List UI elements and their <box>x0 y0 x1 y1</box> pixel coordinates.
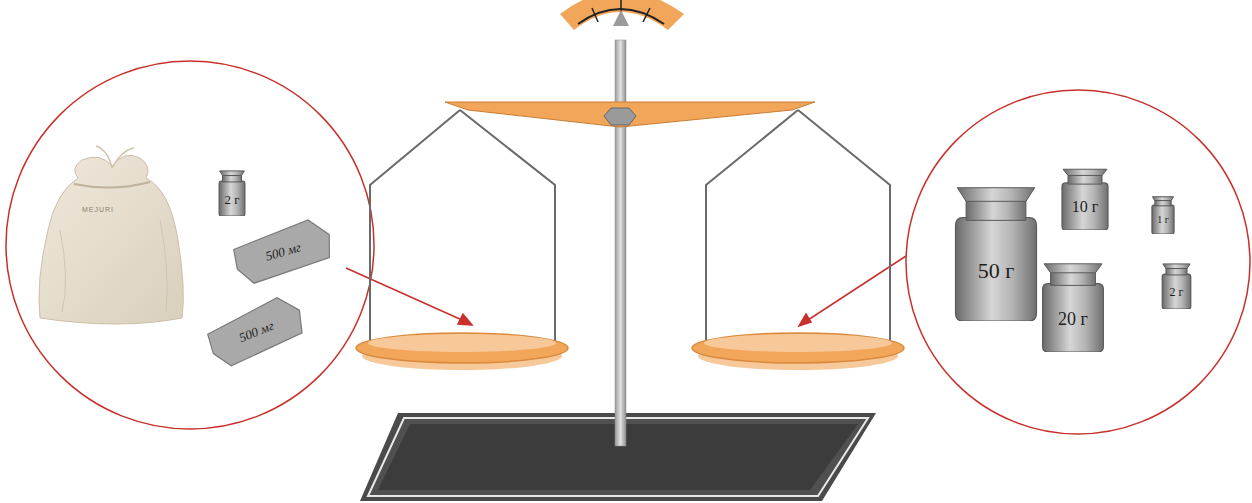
weight-label: 2 г <box>1170 286 1184 298</box>
weight-label: 2 г <box>224 193 239 206</box>
weight-shape <box>952 185 1040 321</box>
weight-label: 1 г <box>1157 215 1169 225</box>
weight-label: 10 г <box>1072 199 1099 215</box>
weight-label: 20 г <box>1058 310 1088 328</box>
weight-label: 50 г <box>978 260 1015 282</box>
scale-dial <box>560 0 684 30</box>
weight: 2 г <box>1161 263 1192 309</box>
scale-beam <box>445 102 815 127</box>
pivot <box>604 108 636 125</box>
bag-brand: MEJURI <box>82 206 114 213</box>
weight-shape <box>1040 262 1106 352</box>
weight: 50 г <box>952 185 1040 321</box>
pan-strings <box>370 110 890 342</box>
weight-label: 500 мг <box>237 318 275 344</box>
weight: 10 г <box>1060 168 1110 230</box>
weight-label: 500 мг <box>264 240 302 262</box>
weight: 1 г <box>1151 196 1175 234</box>
bag <box>39 146 183 324</box>
weight: 20 г <box>1040 262 1106 352</box>
weight-plate: 500 мг <box>227 213 339 289</box>
zoom-circle <box>906 90 1250 434</box>
weight-plate: 500 мг <box>200 289 311 373</box>
weight: 2 г <box>218 170 246 216</box>
scale-pole <box>615 40 626 446</box>
scale-pan <box>356 333 904 370</box>
zoom-circle <box>6 61 374 429</box>
